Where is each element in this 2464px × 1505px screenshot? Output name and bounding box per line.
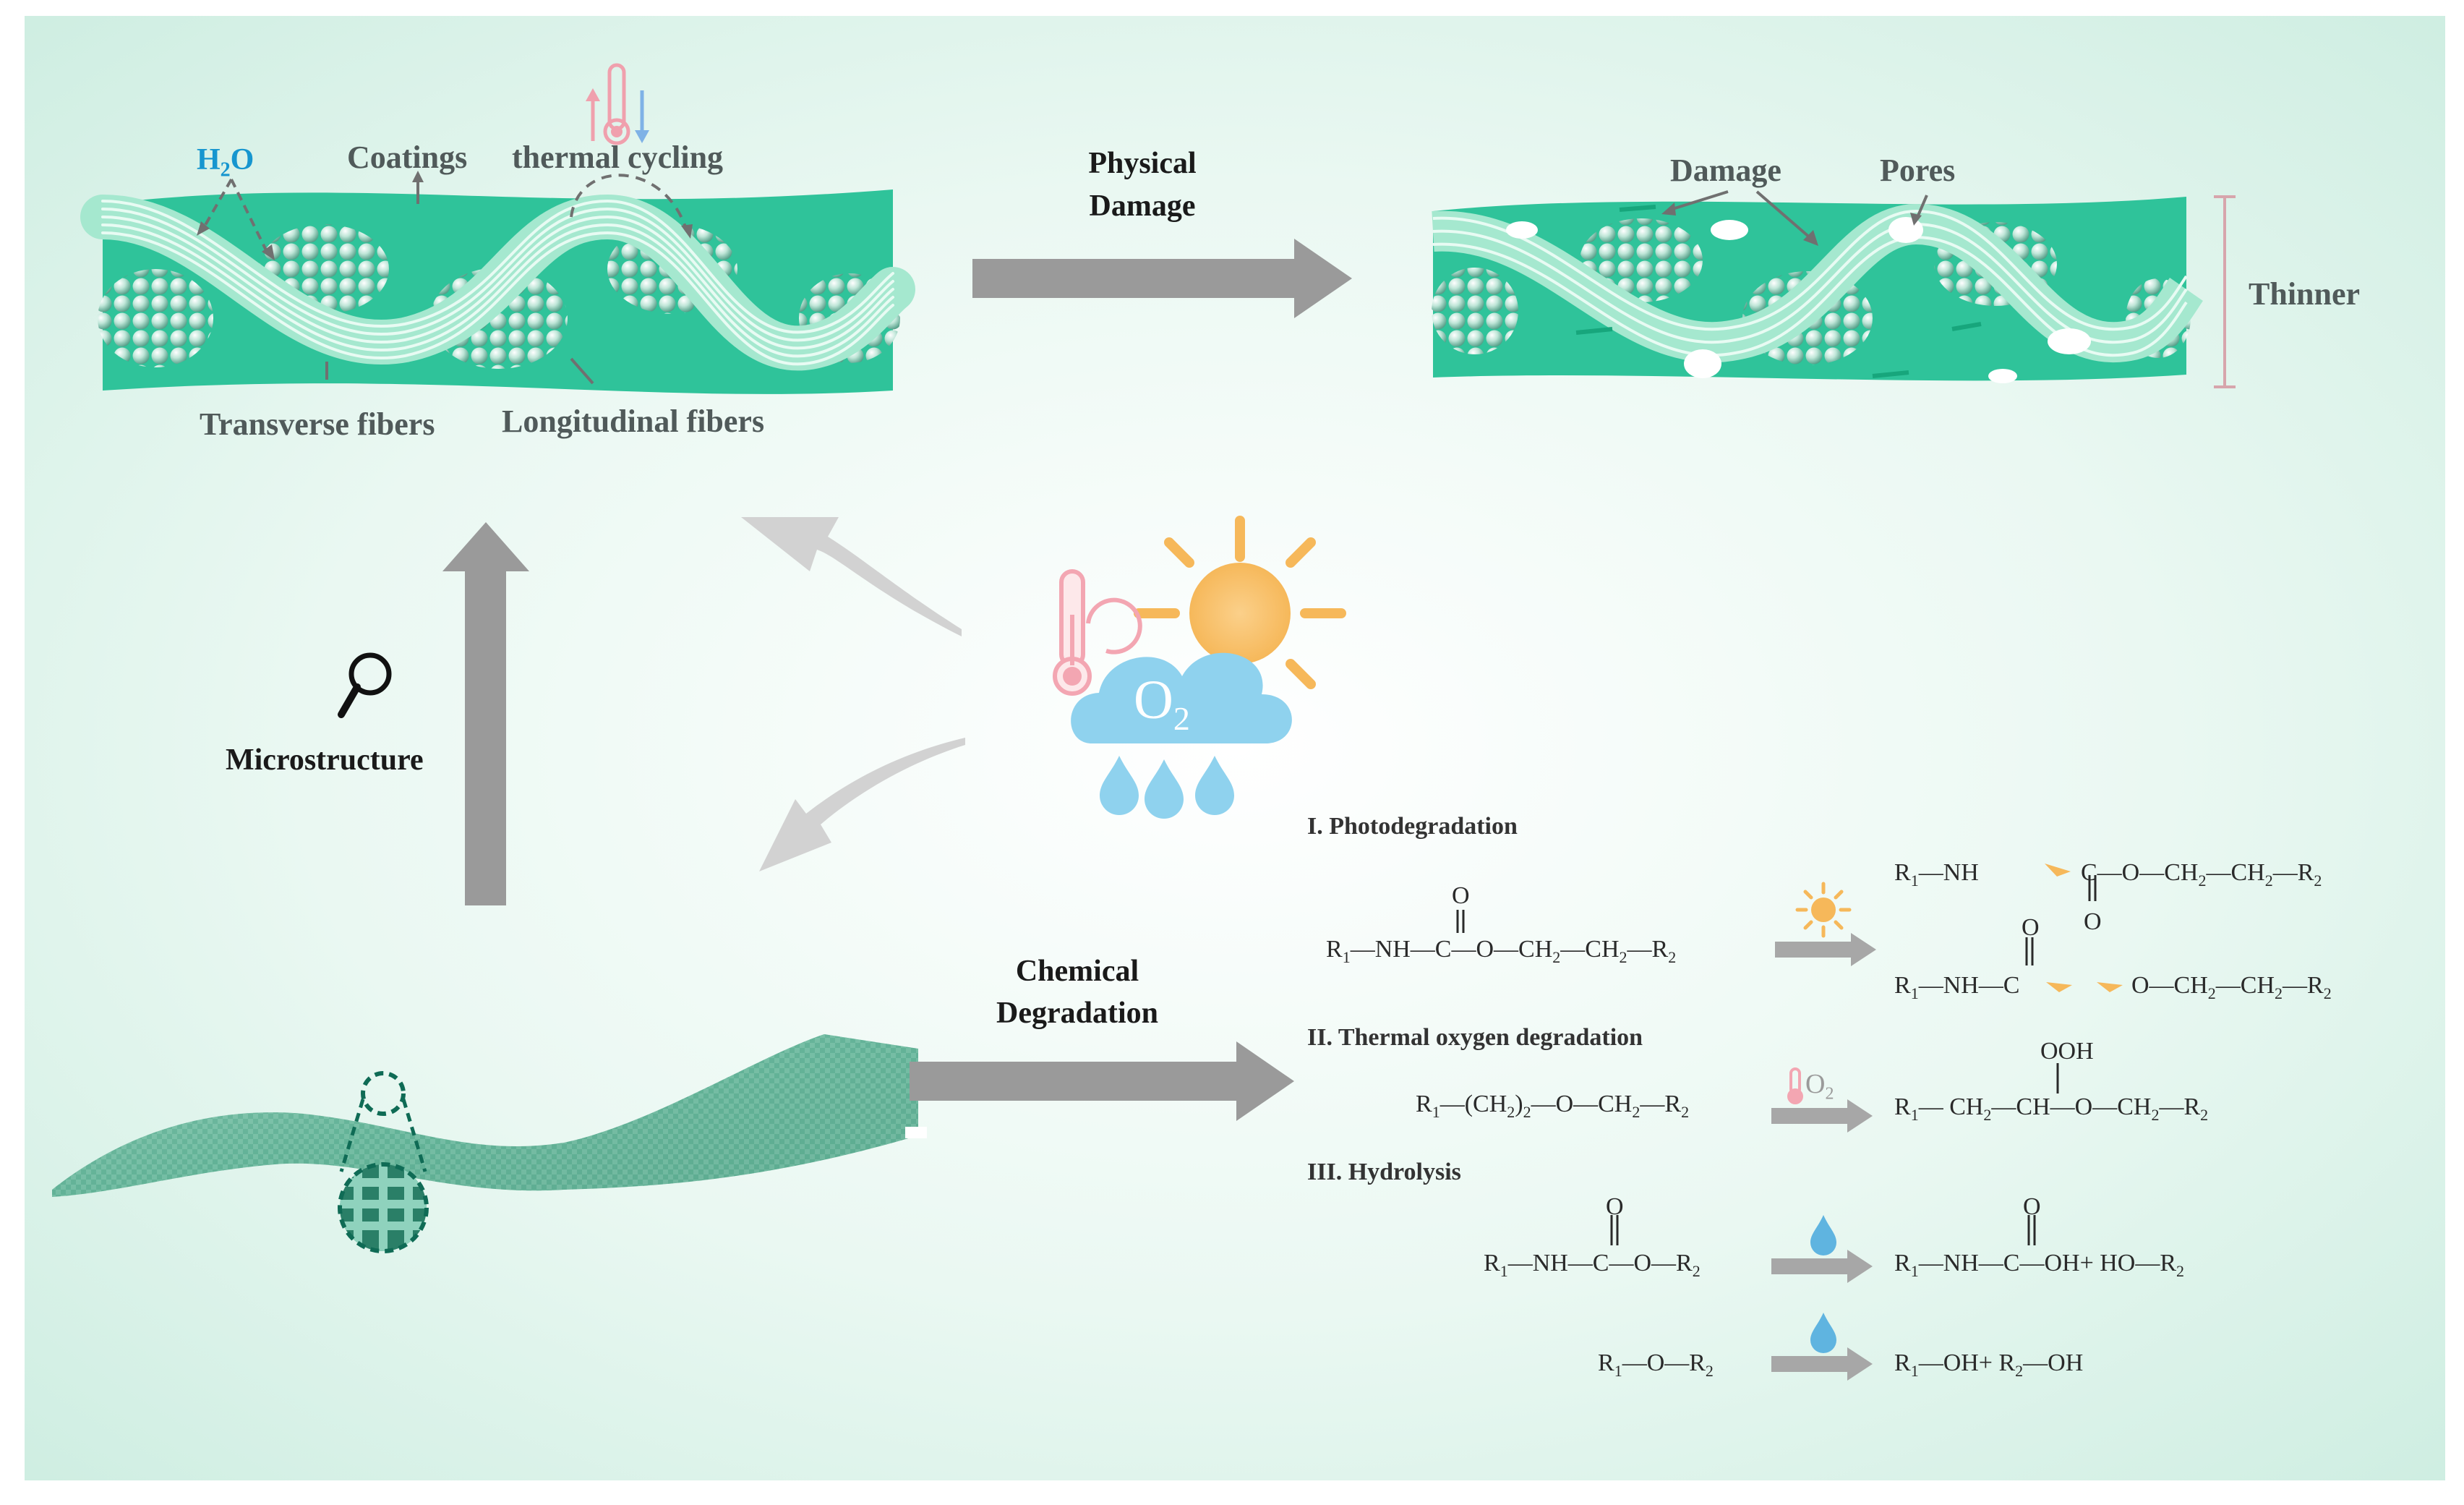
- thermometer-icon: [1787, 1067, 1803, 1104]
- thermal-arrow-o2: O2: [1805, 1069, 1834, 1104]
- cloud-sub: 2: [1173, 700, 1190, 738]
- thermometer-icon: [1053, 569, 1142, 696]
- thermal-reactant-formula: R1—(CH2)2—O—CH2—R2: [1416, 1091, 1690, 1121]
- photo-product1-left: R1—NH: [1894, 859, 1979, 890]
- fabric-strip: [52, 1034, 927, 1253]
- thermal-product-formula: R1— CH2—CH—O—CH2—R2: [1894, 1093, 2209, 1124]
- physical-label-line1: Physical: [1088, 147, 1197, 180]
- chemical-degradation-arrow: [910, 1041, 1294, 1121]
- section-hydrolysis: III. Hydrolysis: [1307, 1159, 1461, 1185]
- hydro-reactant1-o: O: [1606, 1193, 1624, 1220]
- photo-product2-right: O—CH2—CH2—R2: [2131, 972, 2332, 1002]
- chemical-label-line1: Chemical: [1015, 955, 1139, 988]
- microstructure-label: Microstructure: [226, 743, 424, 777]
- weather-icon-group: [1053, 516, 1346, 819]
- longitudinal-fibers-label: Longitudinal fibers: [502, 404, 765, 439]
- thermal-cycling-label: thermal cycling: [512, 140, 724, 175]
- photo-product1-right: C—O—CH2—CH2—R2: [2081, 859, 2322, 890]
- cloud-o: O: [1134, 670, 1173, 730]
- hydro-product2-formula: R1—OH+ R2—OH: [1894, 1350, 2084, 1380]
- raindrop-icon: [1810, 1313, 1836, 1353]
- hydro-reactant2-formula: R1—O—R2: [1598, 1350, 1714, 1380]
- chemical-label-line2: Degradation: [996, 997, 1158, 1030]
- photo-product2-left: R1—NH—C: [1894, 972, 2020, 1002]
- fabric-microstructure-damaged: [1432, 190, 2236, 388]
- lower-light-arrow: [759, 738, 965, 871]
- sun-icon: [1134, 516, 1346, 689]
- upper-light-arrow: [741, 517, 962, 636]
- reaction-arrows: [1771, 933, 1876, 1381]
- h2o-label: H2O: [197, 145, 254, 180]
- photo-reactant-o: O: [1452, 882, 1470, 909]
- fabric-microstructure-intact: [80, 63, 915, 394]
- sun-icon: [1795, 882, 1852, 938]
- microstructure-arrow: [442, 522, 529, 905]
- coatings-label: Coatings: [347, 140, 468, 175]
- raindrop-icon: [1810, 1215, 1836, 1255]
- h2o-sub: 2: [220, 158, 231, 182]
- pores-label: Pores: [1880, 153, 1956, 188]
- thinner-label: Thinner: [2249, 276, 2361, 312]
- h2o-h: H: [197, 143, 221, 176]
- hydro-product1-o: O: [2023, 1193, 2041, 1220]
- raindrop-icon: [1100, 756, 1234, 819]
- photo-product2-o: O: [2022, 914, 2040, 941]
- section-thermal-oxygen: II. Thermal oxygen degradation: [1307, 1024, 1643, 1051]
- cloud-o2-label: O2: [1134, 673, 1190, 736]
- thermal-product-ooh: OOH: [2040, 1038, 2094, 1065]
- bond-break-markers: [2045, 864, 2123, 992]
- section-photodegradation: I. Photodegradation: [1307, 813, 1518, 840]
- damage-label: Damage: [1670, 153, 1781, 188]
- bond-lines: [1456, 875, 2097, 1245]
- hydro-reactant1-formula: R1—NH—C—O—R2: [1484, 1250, 1701, 1280]
- physical-label-line2: Damage: [1089, 189, 1196, 223]
- h2o-o: O: [230, 143, 254, 176]
- transverse-fibers-label: Transverse fibers: [200, 406, 435, 442]
- thermometer-icon: [586, 63, 649, 145]
- hydro-product1-formula: R1—NH—C—OH+ HO—R2: [1894, 1250, 2185, 1280]
- photo-product1-o: O: [2084, 908, 2102, 935]
- photo-reactant-formula: R1—NH—C—O—CH2—CH2—R2: [1326, 936, 1677, 966]
- magnifier-icon: [338, 652, 392, 718]
- physical-damage-arrow: [972, 239, 1352, 318]
- cloud-icon: [1071, 652, 1292, 743]
